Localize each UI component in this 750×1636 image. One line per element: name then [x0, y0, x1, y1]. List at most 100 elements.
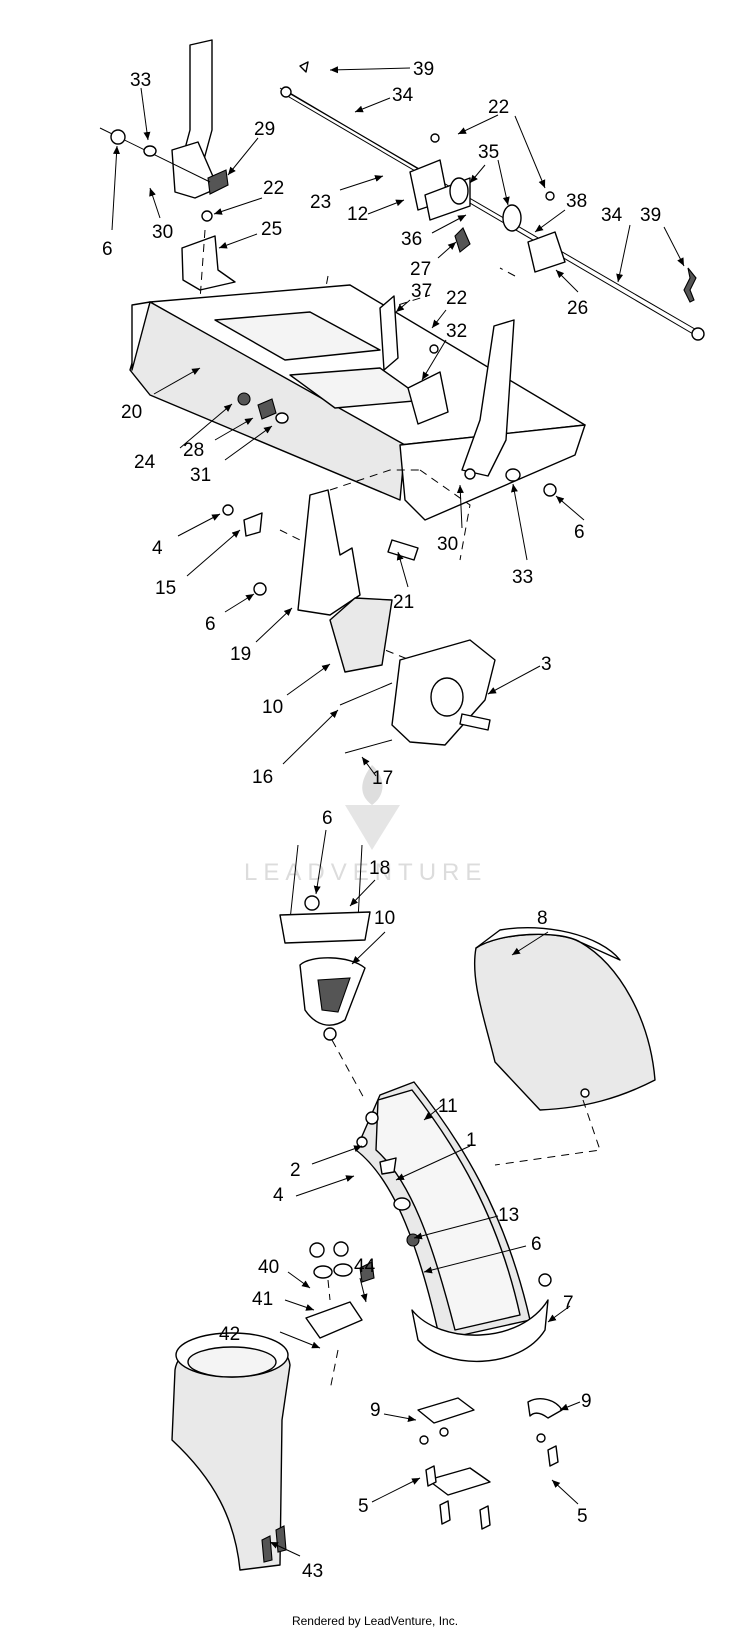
nut-6-right — [543, 483, 557, 497]
screw-4-upper — [222, 504, 234, 516]
callout-4: 4 — [152, 538, 163, 559]
callout-28: 28 — [183, 440, 204, 461]
callout-35: 35 — [478, 142, 499, 163]
washer-31 — [275, 412, 289, 424]
washer-41b — [333, 1263, 353, 1277]
nut-24 — [237, 392, 251, 406]
callout-31: 31 — [190, 465, 211, 486]
nut-6-mid — [253, 582, 267, 596]
callout-21: 21 — [393, 592, 414, 613]
spring-28 — [257, 398, 277, 420]
callout-6-mid: 6 — [205, 614, 216, 635]
screw-22-left — [201, 210, 213, 222]
chute-cover-8-top — [475, 927, 621, 961]
callout-22-mid: 22 — [446, 288, 467, 309]
callout-41: 41 — [252, 1289, 273, 1310]
washer-41a — [313, 1265, 333, 1279]
pin-39-top — [299, 61, 309, 73]
callout-20: 20 — [121, 402, 142, 423]
spring-27 — [454, 227, 471, 253]
callout-34: 34 — [392, 85, 414, 106]
washer-33-left — [143, 145, 157, 157]
chute-cover-8 — [473, 933, 656, 1111]
callout-9-left: 9 — [370, 1400, 381, 1421]
spring-29 — [207, 169, 229, 195]
clip-15 — [243, 512, 263, 537]
bracket-42 — [305, 1301, 363, 1339]
chute-base-ring — [411, 1299, 549, 1363]
clip-44 — [359, 1261, 375, 1283]
callout-32: 32 — [446, 321, 467, 342]
right-crank-tube — [461, 319, 515, 477]
left-bracket — [171, 141, 219, 199]
lower-assembly — [171, 844, 656, 1571]
callout-24: 24 — [134, 452, 156, 473]
bracket-38 — [527, 231, 566, 273]
callout-6: 6 — [102, 239, 113, 260]
bolt-5c — [439, 1500, 451, 1525]
callout-5-left: 5 — [358, 1496, 369, 1517]
callout-40: 40 — [258, 1257, 279, 1278]
clamp-9-lower — [427, 1467, 491, 1496]
callout-8: 8 — [537, 908, 548, 929]
callout-12: 12 — [347, 204, 368, 225]
callout-30: 30 — [152, 222, 173, 243]
callout-10: 10 — [262, 697, 283, 718]
deflector-hub — [317, 977, 351, 1013]
bolt-2 — [365, 1111, 379, 1125]
callout-39: 39 — [413, 59, 434, 80]
callout-25: 25 — [261, 219, 282, 240]
nut-6-lower — [304, 895, 320, 911]
callout-44: 44 — [354, 1256, 376, 1277]
callout-1: 1 — [466, 1130, 477, 1151]
clamp-9-right — [527, 1398, 563, 1419]
callout-27: 27 — [410, 259, 431, 280]
bracket-25 — [181, 235, 236, 291]
callouts: 39 34 33 29 22 6 30 22 25 35 23 12 36 38… — [102, 59, 685, 1582]
bracket-32 — [407, 371, 449, 425]
callout-33: 33 — [130, 70, 151, 91]
pin-21 — [387, 539, 419, 561]
callout-19: 19 — [230, 644, 251, 665]
callout-36: 36 — [401, 229, 422, 250]
callout-22: 22 — [488, 97, 509, 118]
washer-33-right — [505, 468, 521, 482]
washer-13 — [393, 1197, 411, 1211]
callout-23: 23 — [310, 192, 331, 213]
bolt-5b — [547, 1445, 559, 1467]
callout-6-lower: 6 — [322, 808, 333, 829]
upper-assembly — [99, 39, 705, 754]
plate-35b — [502, 204, 522, 232]
callout-26: 26 — [567, 298, 588, 319]
callout-22-left: 22 — [263, 178, 284, 199]
callout-37: 37 — [411, 281, 432, 302]
callout-11: 11 — [438, 1096, 458, 1117]
bolt-3 — [459, 713, 491, 731]
callout-38: 38 — [566, 191, 587, 212]
callout-17: 17 — [372, 768, 393, 789]
callout-13: 13 — [498, 1205, 519, 1226]
bolt-43 — [261, 1535, 273, 1563]
callout-10-lower: 10 — [374, 908, 395, 929]
callout-2: 2 — [290, 1160, 301, 1181]
clamp-9-left — [417, 1397, 475, 1424]
plate-35 — [449, 177, 469, 205]
callout-34-right: 34 — [601, 205, 623, 226]
nut-40b — [333, 1241, 349, 1257]
bolt-5a — [425, 1465, 437, 1487]
callout-30-right: 30 — [437, 534, 458, 555]
bracket-10-upper — [329, 597, 393, 673]
nut-6-chute — [406, 1233, 420, 1247]
housing-slot-1 — [214, 311, 381, 361]
callout-6-right: 6 — [574, 522, 585, 543]
housing-right-face — [399, 424, 586, 521]
bolt-43b — [275, 1525, 287, 1553]
callout-29: 29 — [254, 119, 275, 140]
footer-credit: Rendered by LeadVenture, Inc. — [291, 1614, 459, 1628]
bracket-18 — [279, 911, 371, 944]
mount-hole — [430, 677, 464, 717]
watermark-logo: LEADVENTURE — [244, 765, 481, 886]
plate-19 — [297, 489, 361, 616]
housing-left-flange — [131, 301, 151, 371]
